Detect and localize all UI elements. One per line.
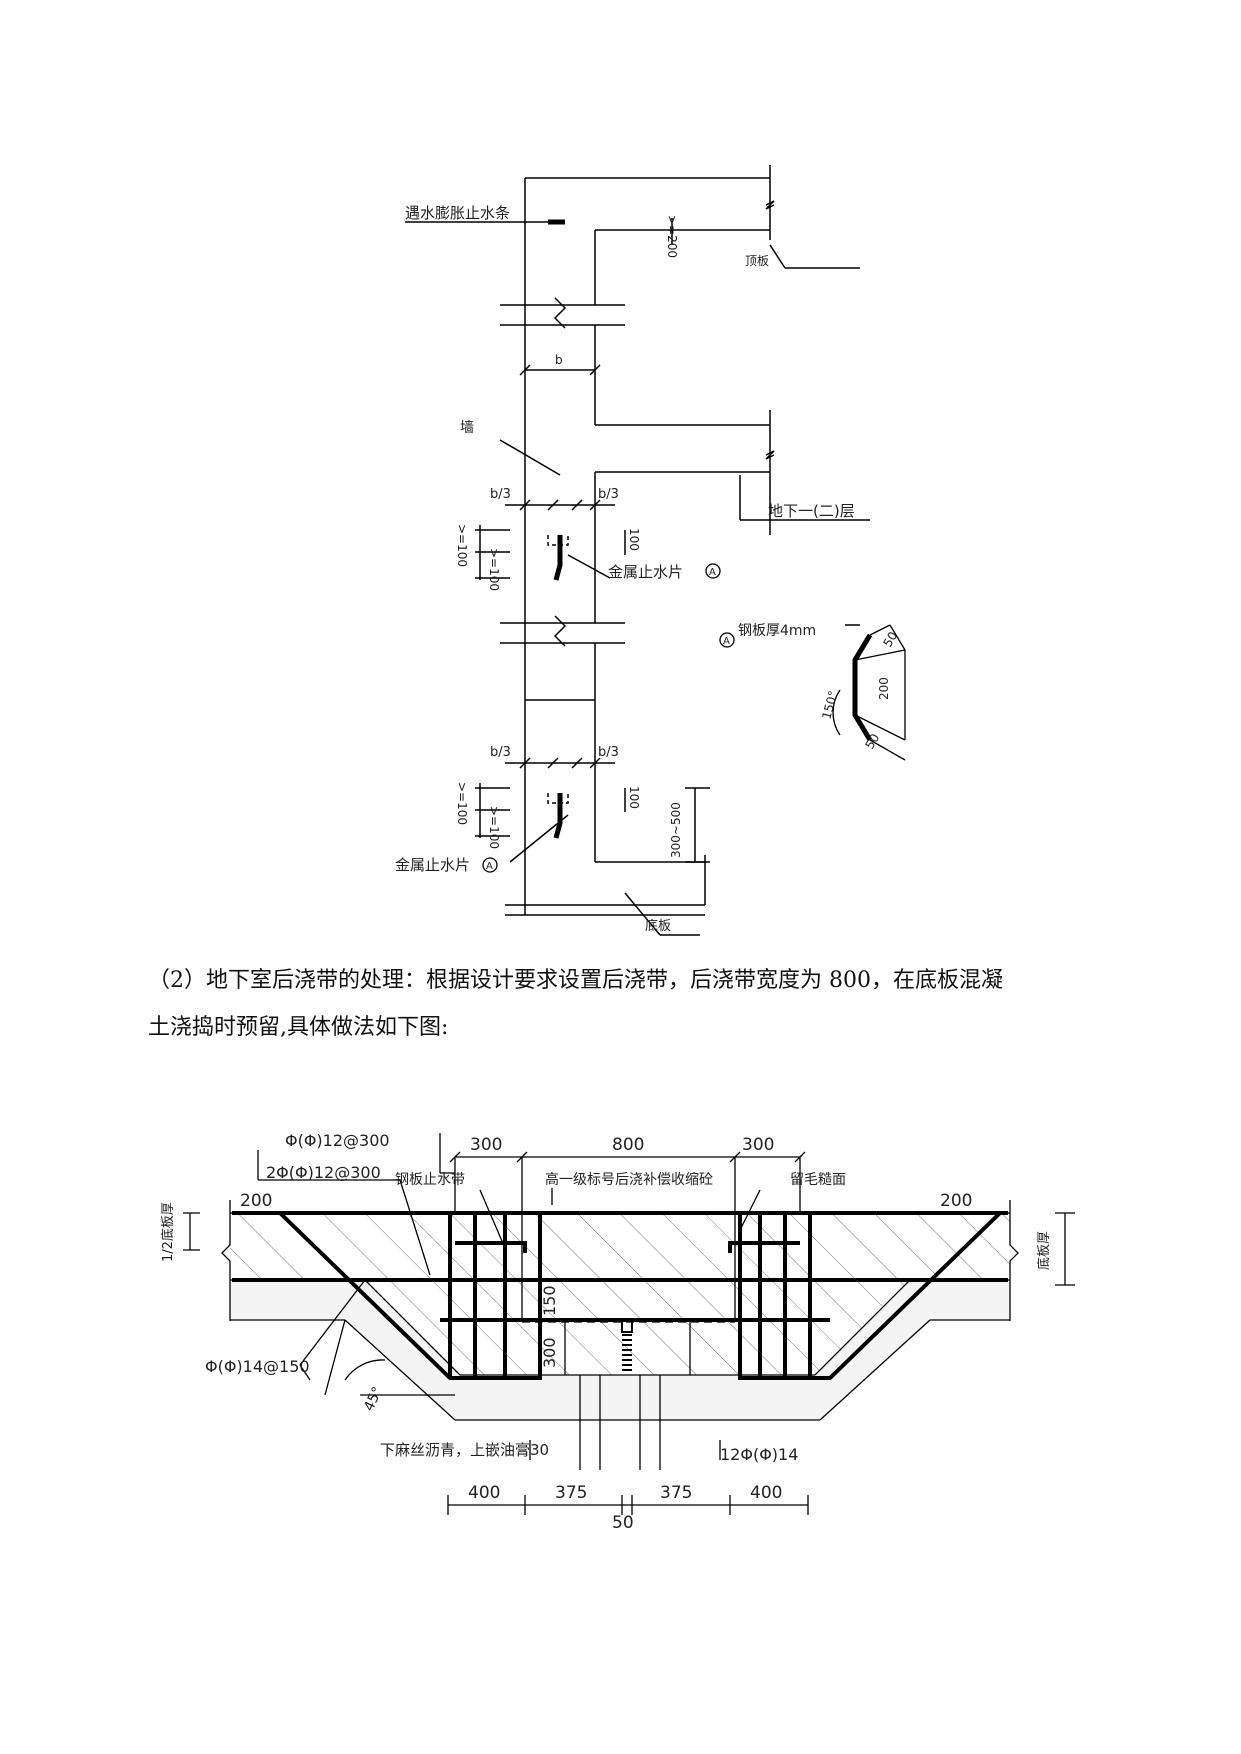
slab-thickness-label: 底板厚: [1036, 1231, 1052, 1270]
dim-800: 800: [612, 1135, 644, 1155]
dim-100-lower: 100: [627, 786, 641, 809]
dim-300-right: 300: [742, 1135, 774, 1155]
dim-50-bottom: 50: [612, 1513, 634, 1533]
dim-100-upper: 100: [627, 528, 641, 551]
half-thickness-label: 1/2底板厚: [160, 1202, 176, 1262]
dim-ge100-upper2: >=100: [487, 548, 501, 591]
steel-plate-label: 钢板厚4mm: [738, 623, 816, 639]
dim-50-top: 50: [880, 629, 900, 649]
angle-45: 45°: [361, 1384, 386, 1413]
dim-ge100-upper: >=100: [455, 524, 469, 567]
dim-200-left: 200: [240, 1191, 272, 1211]
dim-b: b: [555, 353, 563, 367]
dim-b3-left-lower: b/3: [490, 745, 511, 760]
dim-375-left: 375: [555, 1483, 587, 1503]
bottom-slab-label: 底板: [645, 918, 671, 934]
paragraph-line-1: （2）地下室后浇带的处理：根据设计要求设置后浇带，后浇带宽度为 800，在底板混…: [148, 968, 1003, 993]
metal-waterstop-upper: 金属止水片: [608, 563, 683, 581]
mark-a-detail: A: [723, 636, 730, 647]
dim-400-left: 400: [468, 1483, 500, 1503]
dim-300-vert: 300: [540, 1337, 559, 1368]
dim-ge100-lower2: >=100: [487, 806, 501, 849]
dim-300-500: 300~500: [669, 802, 683, 858]
angle-150: 150°: [819, 689, 840, 721]
dim-200-right: 200: [940, 1191, 972, 1211]
rebar-top-label: Φ(Φ)12@300: [285, 1131, 390, 1150]
rebar-12-14-label: 12Φ(Φ)14: [720, 1445, 798, 1464]
dim-150: 150: [540, 1285, 559, 1316]
dim-ge100-lower: >=100: [455, 782, 469, 825]
roof-slab-label: 顶板: [745, 254, 769, 268]
dim-b3-right: b/3: [598, 487, 619, 502]
metal-waterstop-lower: 金属止水片: [395, 856, 470, 874]
paragraph-line-2: 土浇捣时预留,具体做法如下图:: [148, 1015, 449, 1040]
dim-50-bottom: 50: [862, 731, 882, 751]
rough-surface-label: 留毛糙面: [790, 1172, 846, 1188]
dim-400-right: 400: [750, 1483, 782, 1503]
wall-waterproof-detail: 遇水膨胀止水条 >=200 顶板 b 墙 b/3 b/3 >=100 >=100…: [395, 165, 906, 936]
high-grade-concrete-label: 高一级标号后浇补偿收缩砼: [545, 1171, 713, 1188]
mark-a-lower: A: [486, 861, 493, 872]
dim-375-right: 375: [660, 1483, 692, 1503]
dim-b3-right-lower: b/3: [598, 745, 619, 760]
dim-ge200: >=200: [665, 215, 679, 258]
waterstop-strip-label: 遇水膨胀止水条: [405, 204, 510, 222]
steel-waterstop-label: 钢板止水带: [395, 1172, 465, 1188]
mark-a-upper: A: [709, 567, 716, 578]
asphalt-note: 下麻丝沥青，上嵌油膏30: [380, 1441, 549, 1459]
rebar-2-label: 2Φ(Φ)12@300: [266, 1163, 381, 1182]
dim-300-left: 300: [470, 1135, 502, 1155]
basement-floor-label: 地下一(二)层: [768, 502, 855, 520]
wall-label: 墙: [460, 420, 474, 436]
rebar-14-label: Φ(Φ)14@150: [205, 1357, 310, 1376]
dim-200-plate: 200: [877, 677, 891, 700]
dim-b3-left: b/3: [490, 487, 511, 502]
